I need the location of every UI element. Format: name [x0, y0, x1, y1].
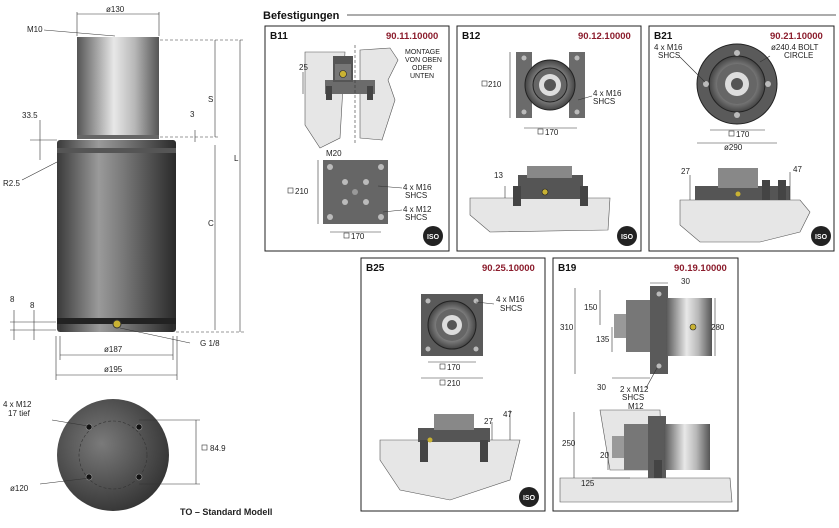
svg-text:30: 30: [681, 277, 690, 286]
dim-r2-5: R2.5: [3, 179, 20, 188]
panel-b21-id: B21: [654, 31, 673, 42]
panel-b25-code: 90.25.10000: [482, 263, 535, 274]
dim-d195: ø195: [104, 365, 123, 374]
svg-text:20: 20: [600, 451, 609, 460]
svg-text:4 x M16: 4 x M16: [496, 295, 525, 304]
dim-d120: ø120: [10, 484, 29, 493]
svg-text:SHCS: SHCS: [405, 213, 427, 222]
bottom-disc: [57, 399, 169, 511]
svg-text:135: 135: [596, 335, 610, 344]
svg-text:SHCS: SHCS: [593, 97, 615, 106]
svg-text:MONTAGE: MONTAGE: [405, 49, 440, 56]
svg-text:250: 250: [562, 439, 576, 448]
svg-text:4 x M12: 4 x M12: [403, 205, 432, 214]
svg-text:210: 210: [295, 187, 309, 196]
svg-text:SHCS: SHCS: [405, 191, 427, 200]
dim-8b: 8: [30, 301, 35, 310]
svg-text:SHCS: SHCS: [500, 304, 522, 313]
dim-g18: G 1/8: [200, 339, 220, 348]
svg-text:SHCS: SHCS: [622, 393, 644, 402]
svg-text:ISO: ISO: [815, 234, 828, 241]
svg-text:150: 150: [584, 303, 598, 312]
svg-text:4 x M16: 4 x M16: [654, 43, 683, 52]
dim-l: L: [234, 154, 239, 163]
piston-rod: [77, 37, 159, 137]
panel-b25-id: B25: [366, 263, 385, 274]
svg-text:4 x M16: 4 x M16: [593, 89, 622, 98]
svg-text:310: 310: [560, 323, 574, 332]
panel-b19: B19 90.19.10000 30 150 310 135 280 30 2 …: [552, 257, 739, 512]
svg-text:2 x M12: 2 x M12: [620, 385, 649, 394]
svg-text:ø240.4 BOLT: ø240.4 BOLT: [771, 43, 819, 52]
panel-b12-code: 90.12.10000: [578, 31, 631, 42]
svg-text:170: 170: [545, 128, 559, 137]
panel-b11-id: B11: [270, 31, 288, 42]
svg-text:280: 280: [711, 323, 725, 332]
panel-b19-id: B19: [558, 263, 577, 274]
g-port: [112, 319, 122, 329]
section-title: Befestigungen: [263, 10, 340, 22]
svg-text:ø290: ø290: [724, 143, 743, 152]
bolt-label-2: 17 tief: [8, 409, 31, 418]
dim-d187: ø187: [104, 345, 123, 354]
svg-text:CIRCLE: CIRCLE: [784, 51, 813, 60]
dim-s: S: [208, 95, 213, 104]
svg-text:47: 47: [793, 165, 802, 174]
cylinder-body: [57, 140, 176, 332]
dim-33-5: 33.5: [22, 111, 38, 120]
panel-b12-id: B12: [462, 31, 481, 42]
dim-sq84: 84.9: [210, 444, 226, 453]
svg-text:125: 125: [581, 479, 595, 488]
cylinder-side-view: ø130 M10 S 3 L C 33.5 R2.5 8 8 G 1/8 ø18…: [3, 5, 245, 380]
svg-text:4 x M16: 4 x M16: [403, 183, 432, 192]
svg-text:M20: M20: [326, 149, 342, 158]
dim-m10: M10: [27, 25, 43, 34]
svg-text:M12: M12: [628, 402, 644, 411]
svg-text:210: 210: [488, 80, 502, 89]
panel-b21: B21 90.21.10000 4 x M16 SHCS ø240.4 BOLT…: [648, 25, 835, 252]
dim-3: 3: [190, 110, 195, 119]
panel-b12: B12 90.12.10000 210 4 x M16 SHCS 170 13 …: [456, 25, 642, 252]
svg-text:47: 47: [503, 410, 512, 419]
dim-c: C: [208, 219, 214, 228]
svg-text:ISO: ISO: [427, 234, 440, 241]
svg-text:30: 30: [597, 383, 606, 392]
panel-b19-code: 90.19.10000: [674, 263, 727, 274]
svg-text:170: 170: [736, 130, 750, 139]
svg-text:ISO: ISO: [621, 234, 634, 241]
panel-b11: B11 90.11.10000 MONTAGE VON OBEN ODER UN…: [264, 25, 450, 252]
panel-b21-code: 90.21.10000: [770, 31, 823, 42]
svg-text:SHCS: SHCS: [658, 51, 680, 60]
svg-text:170: 170: [447, 363, 461, 372]
dim-d130: ø130: [106, 5, 125, 14]
svg-text:13: 13: [494, 171, 503, 180]
svg-text:210: 210: [447, 379, 461, 388]
dim-8a: 8: [10, 295, 15, 304]
svg-text:UNTEN: UNTEN: [410, 73, 434, 80]
svg-text:27: 27: [681, 167, 690, 176]
footer-label: TO – Standard Modell: [180, 507, 272, 517]
bolt-label-1: 4 x M12: [3, 400, 32, 409]
svg-text:VON OBEN: VON OBEN: [405, 57, 442, 64]
cylinder-bottom-view: 4 x M12 17 tief 84.9 ø120 TO – Standard …: [3, 399, 272, 517]
panel-b25: B25 90.25.10000 4 x M16 SHCS 170 210 27 …: [360, 257, 546, 512]
svg-text:25: 25: [299, 63, 308, 72]
svg-text:ODER: ODER: [412, 65, 432, 72]
svg-text:170: 170: [351, 232, 365, 241]
svg-text:ISO: ISO: [523, 495, 536, 502]
svg-text:27: 27: [484, 417, 493, 426]
panel-b11-code: 90.11.10000: [386, 31, 438, 42]
